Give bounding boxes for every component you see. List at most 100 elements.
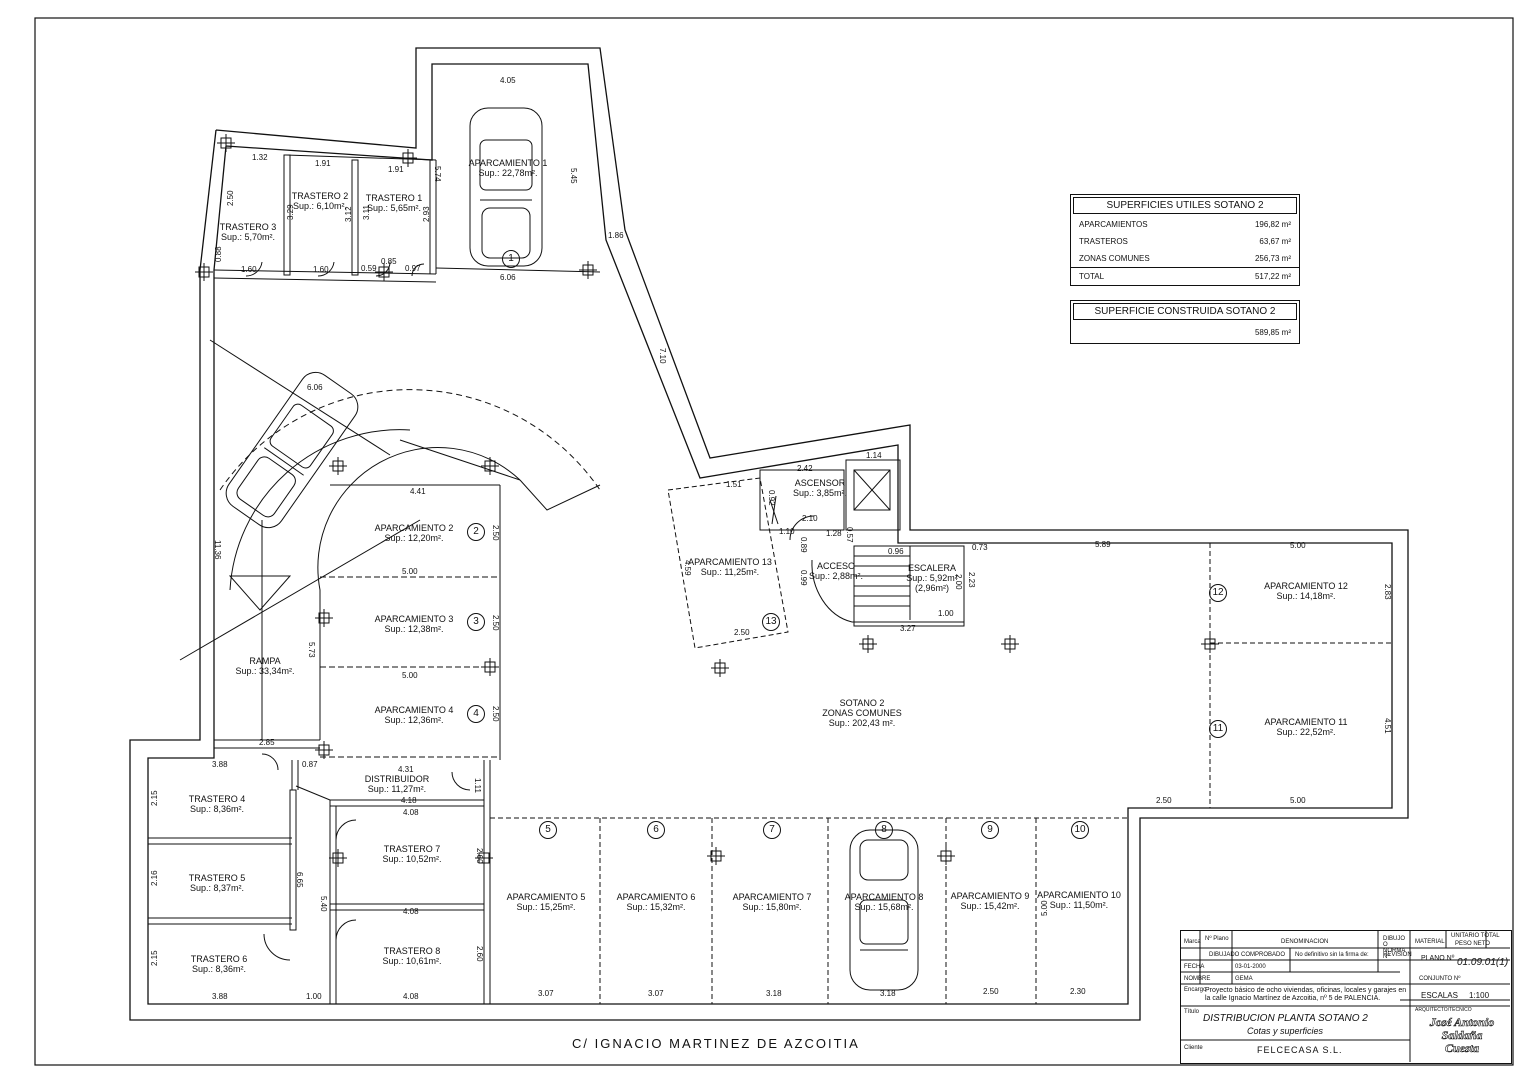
room-name: TRASTERO 3: [219, 222, 277, 232]
dimension: 0.73: [972, 543, 988, 552]
street-name: C/ IGNACIO MARTINEZ DE AZCOITIA: [572, 1036, 860, 1051]
room-area-secondary: (2,96m²): [914, 583, 949, 593]
core-walls: [759, 459, 965, 627]
parking-2-4-lines: [320, 484, 501, 760]
useful-area-table: SUPERFICIES UTILES SOTANO 2 APARCAMIENTO…: [1070, 194, 1300, 286]
dimension: 3.18: [880, 989, 896, 998]
room-name: ZONAS COMUNES: [822, 708, 902, 718]
dimension: 2.30: [1070, 987, 1086, 996]
dimension: 1.11: [473, 778, 482, 793]
dimension: 2.50: [491, 615, 500, 631]
dimension: 2.16: [150, 870, 159, 886]
dimension: 3.07: [648, 989, 664, 998]
tb-nombre: GEMA: [1235, 976, 1253, 982]
room-area: Sup.: 10,52m².: [382, 854, 442, 864]
architect-middle: Saldaña: [1441, 1028, 1483, 1042]
dimension: 0.88: [214, 246, 223, 262]
dimension: 1.32: [252, 153, 268, 162]
dimension: 2.60: [475, 946, 484, 962]
space-number-5: 5: [539, 821, 557, 839]
dimension: 1.14: [866, 451, 882, 460]
architect-last: Cuesta: [1444, 1041, 1480, 1055]
tb-conjunto-label: CONJUNTO Nº: [1419, 976, 1461, 982]
room-area: Sup.: 5,65m².: [366, 203, 422, 213]
room-name: APARCAMIENTO 11: [1264, 717, 1348, 727]
space-number-4: 4: [467, 705, 485, 723]
dimension: 2.50: [491, 706, 500, 722]
room-area: Sup.: 15,80m².: [742, 902, 802, 912]
tb-revision: REVISION: [1383, 952, 1412, 958]
row-label: APARCAMIENTOS: [1079, 220, 1148, 229]
zone-level: SOTANO 2: [839, 698, 885, 708]
dimension: 4.18: [401, 796, 417, 805]
dimension: 4.31: [398, 765, 414, 774]
tb-cliente: FELCECASA S.L.: [1257, 1045, 1343, 1055]
room-name: APARCAMIENTO 3: [374, 614, 454, 624]
tb-arquitecto-label: ARQUITECTO/TECNICO: [1415, 1007, 1472, 1013]
architect-first: José Antonio: [1429, 1015, 1495, 1029]
row-value: 256,73 m²: [1254, 254, 1291, 263]
dimension: 5.00: [1290, 541, 1306, 550]
dimension: 4.08: [403, 808, 419, 817]
tb-subtitulo: Cotas y superficies: [1247, 1026, 1324, 1036]
space-number-7: 7: [763, 821, 781, 839]
tb-peso-neto: PESO NETO: [1455, 941, 1490, 947]
room-name: TRASTERO 2: [291, 191, 349, 201]
dimension: 1.91: [388, 165, 404, 174]
tb-fecha-label: FECHA: [1184, 964, 1205, 970]
tb-material: MATERIAL: [1415, 939, 1445, 945]
tb-proyecto: Proyecto básico de ocho viviendas, ofici…: [1205, 987, 1407, 1002]
tb-encargo-label: Encargo: [1184, 987, 1207, 993]
tb-marca: Marca: [1184, 939, 1201, 945]
dimension: 0.87: [302, 760, 318, 769]
dimension: 2.50: [983, 987, 999, 996]
dimension: 0.96: [888, 547, 904, 556]
room-area: Sup.: 15,68m².: [854, 902, 914, 912]
dimension: 0.97: [405, 264, 421, 273]
dimension: 5.45: [569, 168, 578, 184]
tb-dibujo-norma: DIBUJO O NORMA Nº: [1383, 936, 1406, 960]
dimension: 2.50: [491, 525, 500, 541]
title-block-lines: [1180, 930, 1510, 1062]
room-area: Sup.: 33,34m².: [235, 666, 295, 676]
dimension: 1.00: [306, 992, 322, 1001]
room-area: Sup.: 3,85m².: [792, 488, 848, 498]
dimension: 2.42: [797, 464, 813, 473]
dimension: 3.11: [362, 205, 371, 220]
tb-comprobado: COMPROBADO: [1241, 952, 1286, 958]
built-area-value: 589,85 m²: [1254, 328, 1291, 337]
room-area: Sup.: 12,38m².: [384, 624, 444, 634]
dimension: 0.85: [381, 257, 397, 266]
tb-firma-note: No definitivo sin la firma de:: [1295, 952, 1369, 958]
space-number-11: 11: [1209, 720, 1227, 738]
useful-area-title: SUPERFICIES UTILES SOTANO 2: [1073, 197, 1297, 214]
row-label: TRASTEROS: [1079, 237, 1128, 246]
room-name: APARCAMIENTO 8: [844, 892, 924, 902]
tb-escalas-label: ESCALAS: [1421, 991, 1458, 1000]
title-block: Marca Nº Plano DENOMINACION DIBUJO O NOR…: [1180, 930, 1512, 1064]
room-area: Sup.: 11,27m².: [367, 784, 427, 794]
dimension: 1.51: [726, 480, 742, 489]
room-area: Sup.: 2,88m².: [808, 571, 864, 581]
lower-storage-walls: [148, 753, 491, 1004]
room-name: TRASTERO 4: [188, 794, 246, 804]
room-name: APARCAMIENTO 12: [1264, 581, 1348, 591]
tb-dibujado: DIBUJADO: [1209, 952, 1240, 958]
dimension: 5.40: [319, 896, 328, 912]
room-name: DISTRIBUIDOR: [364, 774, 430, 784]
room-area: Sup.: 14,18m².: [1276, 591, 1336, 601]
table-row: 589,85 m²: [1071, 322, 1299, 343]
dimension: 4.05: [500, 76, 516, 85]
room-name: APARCAMIENTO 2: [374, 523, 454, 533]
dimension: 2.93: [422, 206, 431, 222]
